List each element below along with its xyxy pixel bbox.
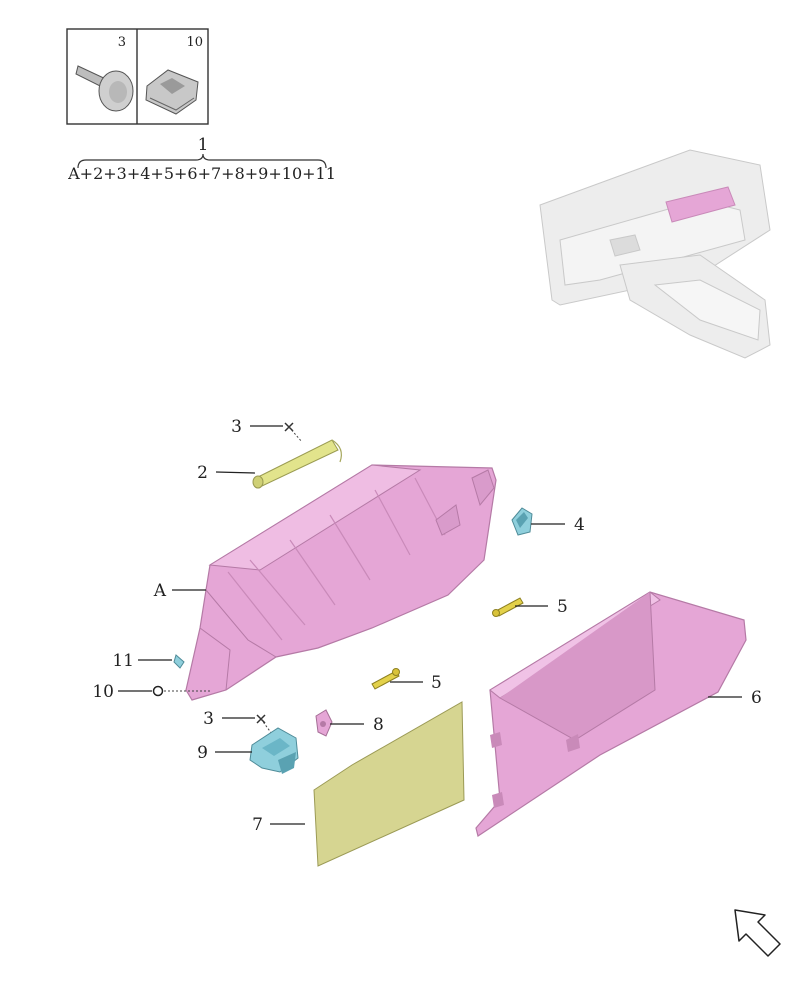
callout-2: 2 — [197, 463, 208, 483]
callout-10: 10 — [92, 682, 114, 702]
glove-box-lid-6 — [475, 591, 747, 837]
legend-number-10: 10 — [186, 35, 203, 50]
screw-3-low — [256, 714, 273, 735]
callout-5-mid: 5 — [431, 673, 442, 693]
callout-9: 9 — [197, 743, 208, 763]
clip-11 — [173, 654, 185, 669]
liner-mat-7 — [313, 701, 465, 867]
leader-lines — [118, 425, 742, 825]
callout-3-top: 3 — [231, 417, 242, 437]
clip-nut-icon — [145, 69, 199, 115]
pin-5-right — [492, 597, 524, 617]
latch-9 — [249, 727, 299, 774]
callout-4: 4 — [574, 515, 585, 535]
callout-11: 11 — [112, 651, 134, 671]
screw-3-top — [284, 422, 303, 443]
callout-A: A — [153, 581, 167, 601]
callout-7: 7 — [252, 815, 263, 835]
glove-box-housing — [185, 464, 497, 701]
callout-6: 6 — [751, 688, 762, 708]
pin-5-mid — [371, 668, 400, 690]
assembly-number: 1 — [198, 135, 209, 155]
assembly-formula: 1 A+2+3+4+5+6+7+8+9+10+11 — [67, 135, 336, 183]
part-legend-box: 3 10 — [66, 28, 209, 125]
callout-8: 8 — [373, 715, 384, 735]
callout-5-right: 5 — [557, 597, 568, 617]
catch-8 — [315, 709, 333, 737]
damper-rod — [252, 439, 342, 489]
callout-3-low: 3 — [203, 709, 214, 729]
glove-box-highlight — [665, 186, 736, 223]
nut-10 — [152, 685, 210, 697]
assembly-formula-text: A+2+3+4+5+6+7+8+9+10+11 — [67, 164, 336, 183]
callout-labels: 3 2 4 A 5 11 5 10 6 3 8 9 7 — [92, 417, 761, 835]
dashboard-location-view — [539, 149, 771, 359]
screw-icon — [75, 65, 134, 112]
legend-number-3: 3 — [118, 35, 126, 50]
direction-arrow-icon — [734, 909, 781, 957]
bumper-part — [511, 507, 533, 536]
